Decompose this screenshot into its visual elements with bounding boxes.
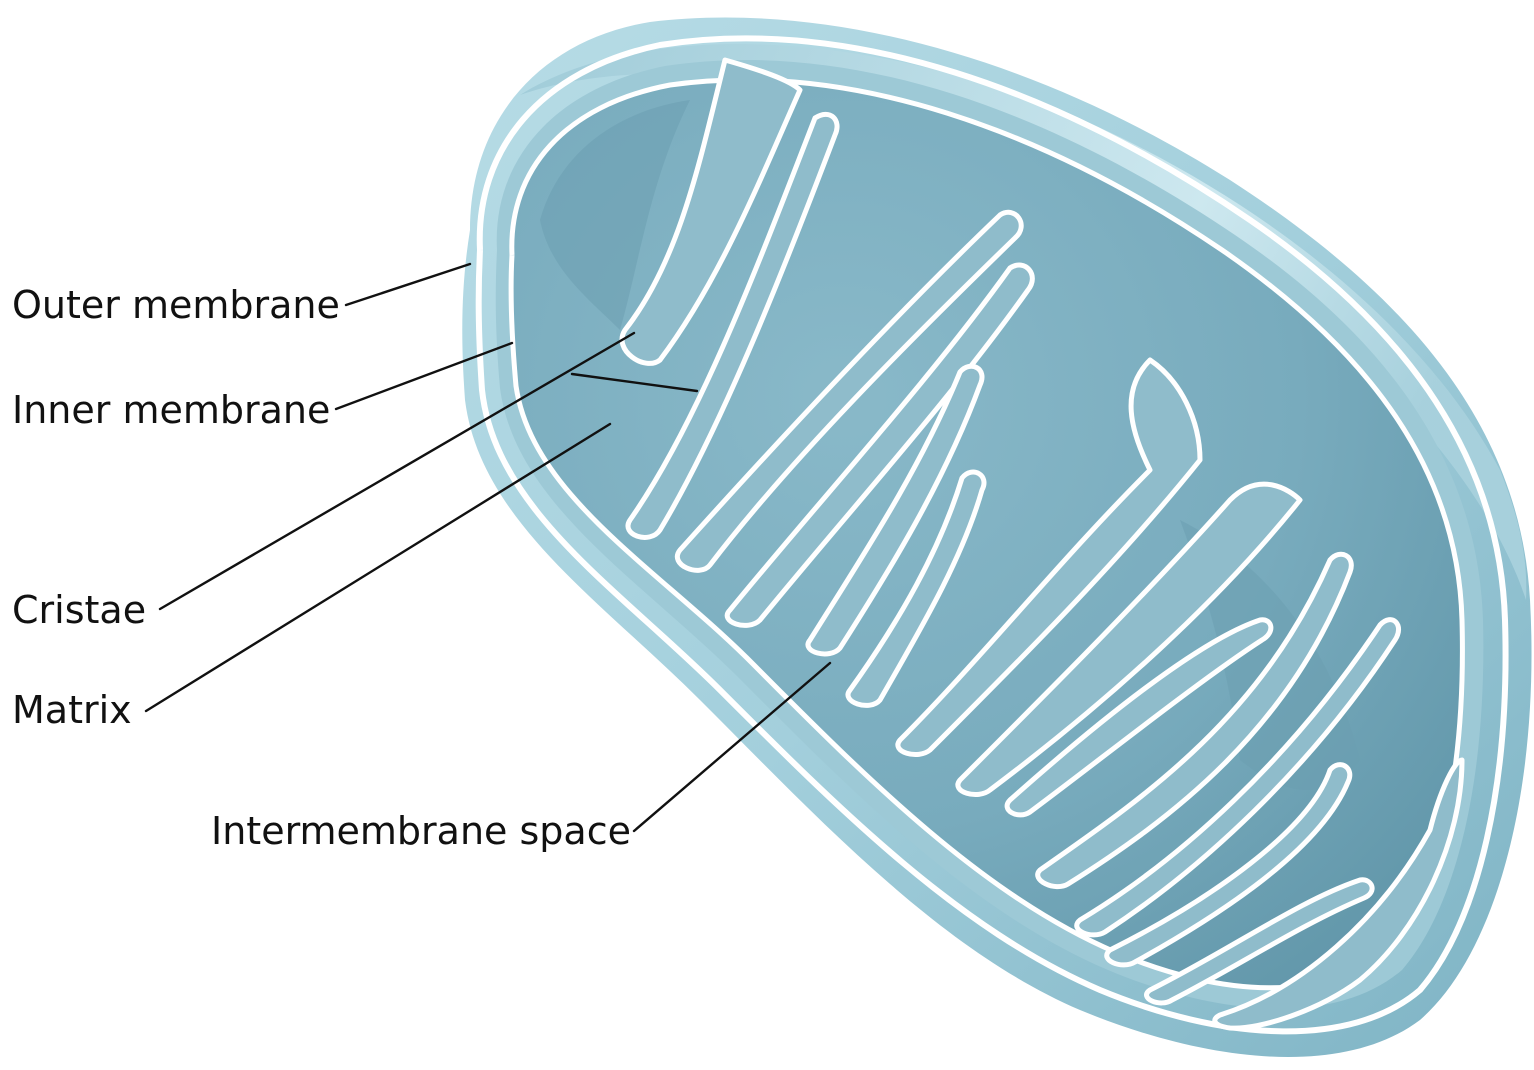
label-matrix: Matrix (12, 688, 132, 732)
label-intermembrane-space: Intermembrane space (211, 809, 631, 853)
label-inner-membrane: Inner membrane (12, 388, 330, 432)
label-outer-membrane: Outer membrane (12, 283, 340, 327)
leader-matrix (146, 424, 610, 711)
label-cristae: Cristae (12, 588, 146, 632)
leader-outer-membrane (346, 264, 470, 305)
